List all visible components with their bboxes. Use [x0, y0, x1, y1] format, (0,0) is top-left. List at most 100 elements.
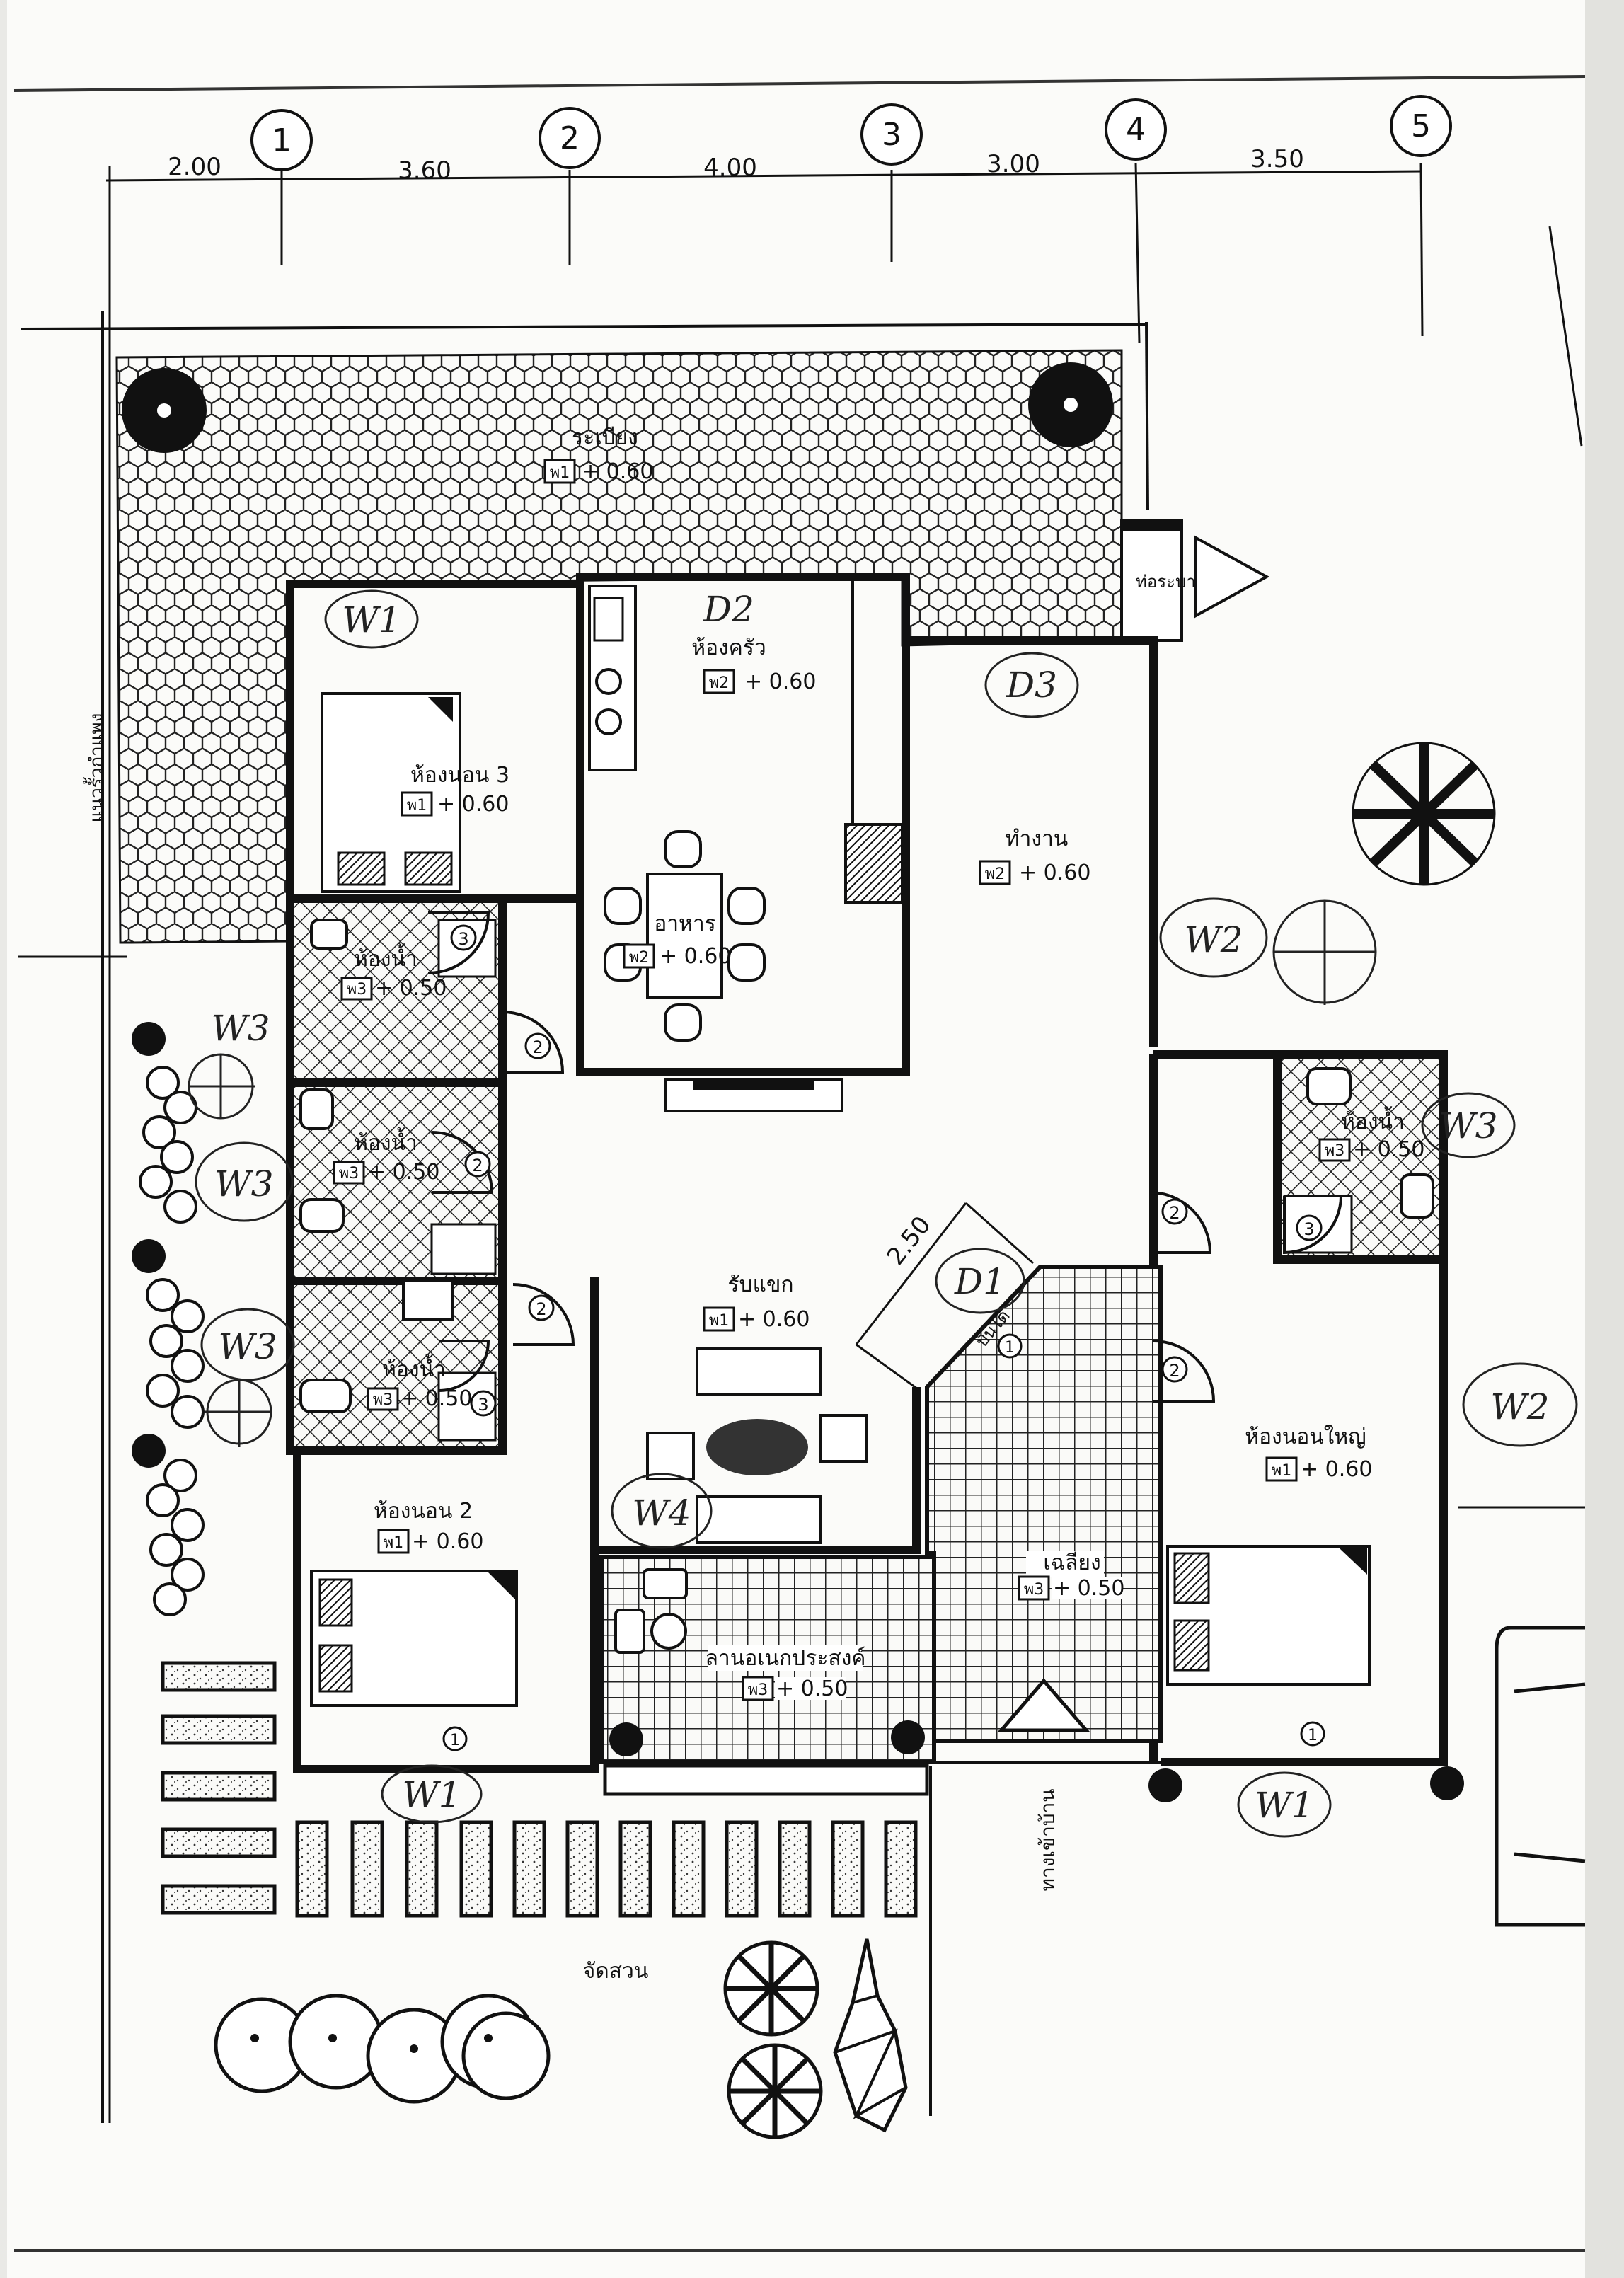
svg-text:1: 1 — [1308, 1727, 1318, 1744]
column — [891, 1720, 925, 1754]
shrub-top-right — [1028, 362, 1113, 447]
svg-text:ห้องน้ำ: ห้องน้ำ — [354, 1127, 417, 1156]
svg-text:ห้องน้ำ: ห้องน้ำ — [382, 1354, 446, 1382]
room-label-work: ทำงาน พ2 + 0.60 — [979, 827, 1090, 885]
svg-text:พ1: พ1 — [709, 1312, 730, 1330]
dim-5: 3.50 — [1250, 145, 1304, 173]
grid-label-2: 2 — [560, 120, 580, 156]
svg-text:พ1: พ1 — [550, 464, 570, 482]
room-label-bath4: ห้องน้ำ พ3 + 0.50 — [1318, 1106, 1424, 1162]
bed-room3 — [321, 692, 461, 893]
svg-text:W4: W4 — [632, 1492, 691, 1534]
svg-text:พ3: พ3 — [748, 1681, 768, 1699]
svg-text:+ 0.60: + 0.60 — [744, 669, 816, 694]
svg-text:W3: W3 — [1439, 1105, 1497, 1146]
car-outline — [1495, 1626, 1586, 1927]
dim-2: 3.60 — [398, 156, 451, 185]
svg-text:ห้องน้ำ: ห้องน้ำ — [1341, 1106, 1405, 1134]
svg-text:W3: W3 — [218, 1326, 277, 1367]
svg-text:เฉลียง: เฉลียง — [1043, 1551, 1100, 1575]
svg-text:+ 0.60: + 0.60 — [1019, 861, 1090, 885]
svg-text:W3: W3 — [214, 1163, 273, 1204]
svg-text:รับแขก: รับแขก — [727, 1272, 793, 1297]
svg-text:3: 3 — [458, 929, 468, 949]
garden-label: จัดสวน — [583, 1959, 649, 1984]
bed-room2 — [310, 1570, 518, 1707]
dim-4: 3.00 — [986, 150, 1040, 178]
svg-text:พ3: พ3 — [347, 981, 367, 999]
svg-text:1: 1 — [1005, 1339, 1015, 1357]
garden-planting — [132, 742, 1496, 2139]
svg-text:W1: W1 — [402, 1774, 461, 1815]
svg-text:2: 2 — [472, 1156, 483, 1175]
svg-text:W3: W3 — [211, 1008, 270, 1049]
svg-text:3: 3 — [1303, 1219, 1314, 1239]
svg-text:พ3: พ3 — [1325, 1142, 1345, 1160]
entrance-label: ทางเข้าบ้าน — [1036, 1789, 1059, 1892]
room-label-bath3: ห้องน้ำ พ3 + 0.50 — [367, 1354, 472, 1411]
paper-border-top — [13, 75, 1586, 92]
room-label-veranda: เฉลียง พ3 + 0.50 — [1018, 1551, 1124, 1601]
svg-text:3: 3 — [478, 1395, 488, 1415]
dim-3: 4.00 — [703, 154, 757, 182]
svg-text:ระเบียง: ระเบียง — [572, 425, 638, 450]
svg-text:+ 0.50: + 0.50 — [1353, 1137, 1424, 1162]
room-label-master: ห้องนอนใหญ่ พ1 + 0.60 — [1245, 1425, 1372, 1482]
handwritten-notes: W1 D2 D3 W2 W3 W3 W3 W4 D1 W2 W3 W1 W1 — [188, 589, 1578, 1838]
svg-text:ลานอเนกประสงค์: ลานอเนกประสงค์ — [706, 1646, 866, 1671]
svg-text:+ 0.50: + 0.50 — [368, 1160, 439, 1185]
svg-text:+ 0.60: + 0.60 — [660, 944, 731, 969]
room-label-bath2: ห้องน้ำ พ3 + 0.50 — [333, 1127, 439, 1185]
dimension-line — [105, 170, 1423, 182]
svg-text:อาหาร: อาหาร — [654, 911, 716, 936]
drain-detail: ท่อระบาย — [1120, 519, 1270, 642]
room-label-terrace: ระเบียง พ1 + 0.60 — [543, 425, 653, 484]
room-label-bedroom3: ห้องนอน 3 พ1 + 0.60 — [401, 763, 509, 817]
svg-text:พ2: พ2 — [985, 865, 1006, 883]
svg-text:+ 0.60: + 0.60 — [437, 792, 509, 817]
column — [609, 1722, 643, 1756]
shrub-top-left — [122, 368, 207, 453]
svg-text:D2: D2 — [703, 589, 754, 630]
dim-1: 2.00 — [168, 153, 221, 181]
svg-text:พ1: พ1 — [384, 1534, 404, 1552]
right-margin-shadow — [1585, 0, 1624, 2278]
svg-text:+ 0.60: + 0.60 — [1301, 1457, 1372, 1482]
svg-text:W1: W1 — [342, 599, 401, 640]
svg-text:+ 0.60: + 0.60 — [412, 1529, 483, 1554]
sink — [593, 597, 624, 642]
svg-text:ทำงาน: ทำงาน — [1006, 827, 1069, 851]
svg-text:D3: D3 — [1006, 665, 1057, 706]
grid-bubble-4 — [1105, 98, 1167, 161]
room-label-bath1: ห้องน้ำ พ3 + 0.50 — [340, 943, 447, 1001]
site-boundary — [18, 226, 1585, 2123]
svg-text:+ 0.50: + 0.50 — [1053, 1576, 1124, 1601]
grid-bubble-3 — [860, 103, 923, 166]
svg-text:2: 2 — [1169, 1361, 1180, 1381]
entrance-arrow — [997, 1678, 1090, 1732]
svg-text:พ3: พ3 — [1024, 1581, 1044, 1599]
svg-text:พ2: พ2 — [709, 674, 730, 692]
svg-text:2: 2 — [1169, 1203, 1180, 1223]
svg-text:+ 0.50: + 0.50 — [401, 1386, 472, 1411]
stove-burner — [595, 708, 622, 735]
svg-text:2: 2 — [536, 1299, 546, 1319]
sanitary — [299, 919, 1434, 1413]
drain-label: ท่อระบาย — [1136, 572, 1206, 592]
bath-wet-2 — [430, 1223, 497, 1275]
column — [1430, 1766, 1464, 1800]
stove-burner — [595, 668, 622, 695]
svg-text:พ2: พ2 — [629, 949, 650, 967]
svg-text:ห้องนอนใหญ่: ห้องนอนใหญ่ — [1245, 1425, 1366, 1449]
svg-text:พ3: พ3 — [339, 1165, 359, 1183]
svg-text:+ 0.50: + 0.50 — [776, 1676, 848, 1701]
room-labels: ระเบียง พ1 + 0.60 ห้องครัว พ2 + 0.60 ห้อ… — [333, 425, 1424, 1701]
svg-text:ห้องครัว: ห้องครัว — [691, 635, 766, 660]
grid-label-3: 3 — [882, 117, 902, 153]
stair-block — [844, 823, 904, 904]
grid-label-4: 4 — [1126, 112, 1146, 148]
front-step — [603, 1764, 929, 1796]
svg-text:ห้องน้ำ: ห้องน้ำ — [354, 943, 417, 972]
svg-text:พ3: พ3 — [373, 1391, 393, 1409]
